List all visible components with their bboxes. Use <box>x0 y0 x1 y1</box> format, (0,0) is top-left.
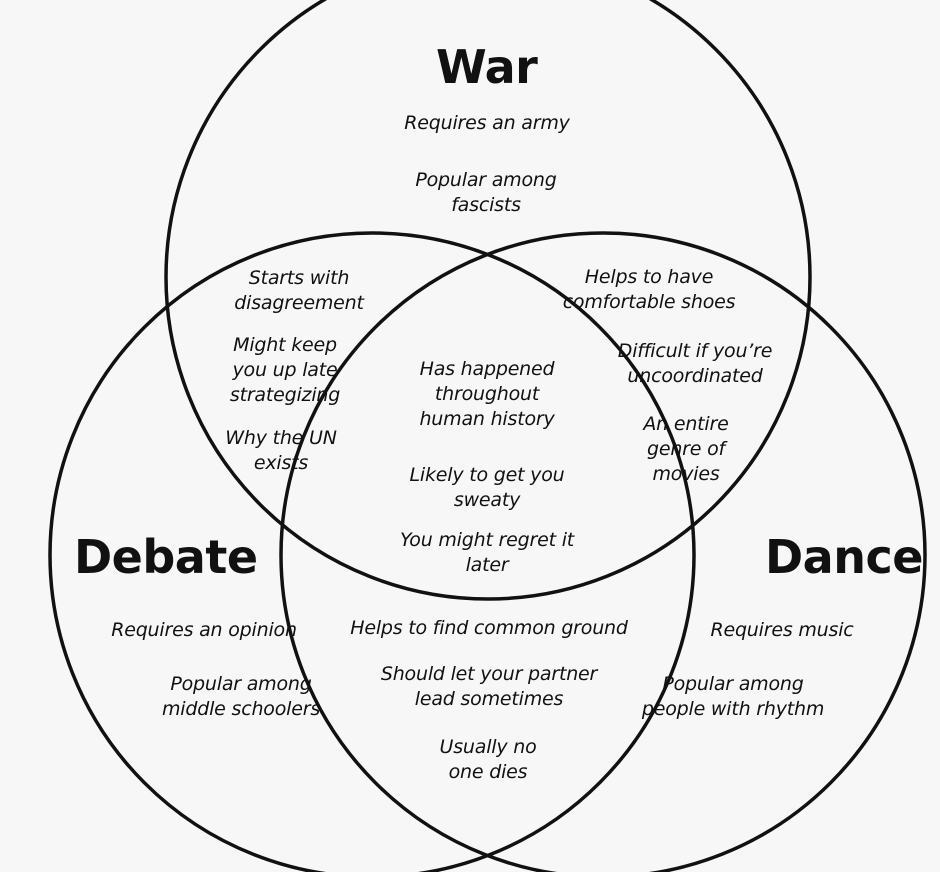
circle-dance <box>279 231 927 872</box>
dance-item-rhythm: Popular among people with rhythm <box>641 673 825 720</box>
debate-dance-item-common-ground: Helps to find common ground <box>350 617 628 639</box>
title-war: War <box>436 40 538 94</box>
dance-item-music: Requires music <box>710 619 854 641</box>
debate-dance-item-no-one-dies: Usually no one dies <box>439 736 537 783</box>
war-item-fascists: Popular among fascists <box>415 169 557 216</box>
war-dance-item-shoes: Helps to have comfortable shoes <box>562 266 736 313</box>
center-item-history: Has happened throughout human history <box>419 358 555 430</box>
war-dance-item-movies: An entire genre of movies <box>643 413 729 485</box>
debate-dance-item-partner: Should let your partner lead sometimes <box>380 663 598 710</box>
war-item-army: Requires an army <box>404 112 570 134</box>
war-debate-item-strategizing: Might keep you up late strategizing <box>229 334 341 406</box>
circle-debate <box>48 231 696 872</box>
debate-item-middle-schoolers: Popular among middle schoolers <box>161 673 321 720</box>
center-item-sweaty: Likely to get you sweaty <box>409 464 565 511</box>
center-item-regret: You might regret it later <box>399 529 575 576</box>
title-debate: Debate <box>74 530 258 584</box>
war-debate-item-un: Why the UN exists <box>225 427 337 474</box>
debate-item-opinion: Requires an opinion <box>111 619 297 641</box>
war-debate-item-disagreement: Starts with disagreement <box>234 267 364 314</box>
war-dance-item-uncoordinated: Difficult if you’re uncoordinated <box>617 340 773 387</box>
title-dance: Dance <box>765 530 923 584</box>
circle-war <box>164 0 812 601</box>
